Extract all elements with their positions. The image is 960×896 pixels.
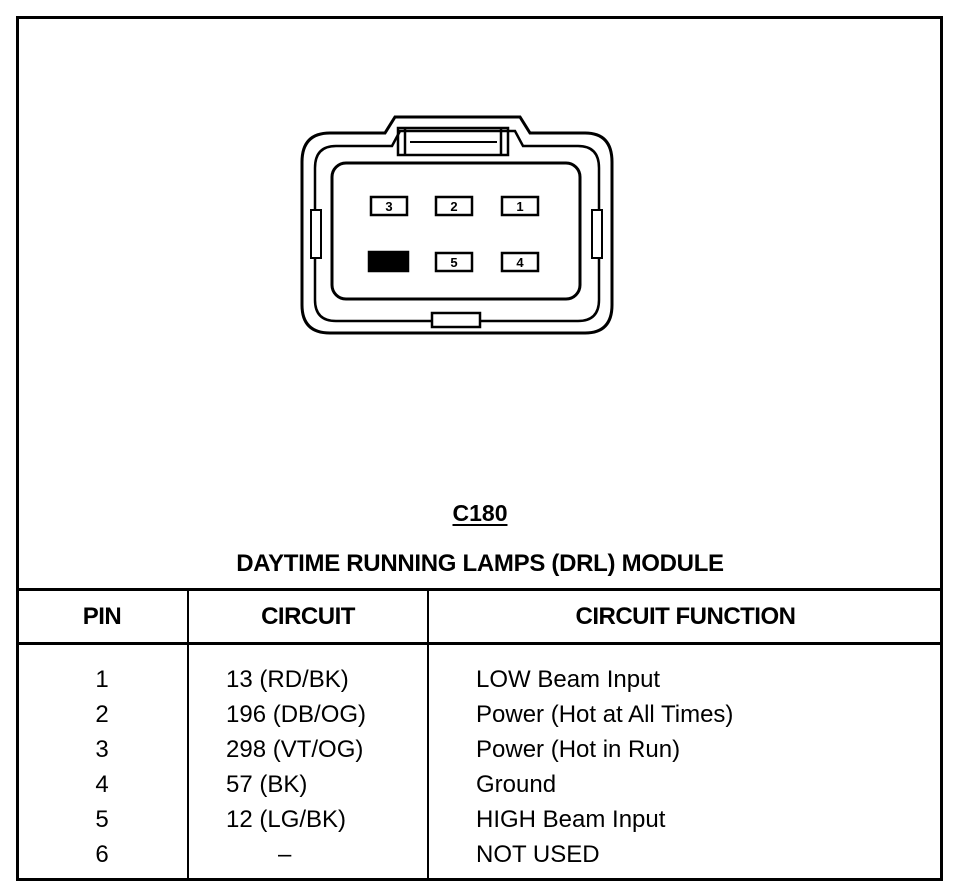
module-title: DAYTIME RUNNING LAMPS (DRL) MODULE — [236, 550, 724, 577]
header-circuit: CIRCUIT — [261, 603, 355, 630]
pin-label-3: 3 — [385, 199, 392, 214]
pin-cell-6 — [367, 250, 410, 273]
pin-label-5: 5 — [450, 255, 457, 270]
circuit-cell: 13 (RD/BK) — [226, 666, 349, 693]
function-column: LOW Beam Input Power (Hot at All Times) … — [476, 662, 936, 872]
circuit-column: 13 (RD/BK) 196 (DB/OG) 298 (VT/OG) 57 (B… — [226, 662, 426, 872]
table-header-rule — [16, 642, 943, 645]
pin-cell: 2 — [95, 701, 109, 728]
table-divider-1 — [187, 590, 189, 881]
connector-id: C180 — [452, 500, 508, 526]
pin-cell: 4 — [95, 771, 109, 798]
header-pin: PIN — [82, 603, 122, 630]
pin-cell-4: 4 — [500, 251, 540, 273]
function-cell: Power (Hot at All Times) — [476, 701, 734, 728]
connector-outer-shell — [300, 115, 614, 335]
pin-cell-5: 5 — [434, 251, 474, 273]
function-cell: Ground — [476, 771, 557, 798]
function-cell: NOT USED — [476, 841, 600, 868]
connector-cavity — [330, 161, 582, 301]
connector-right-rib — [591, 209, 603, 259]
connector-c180-drawing: 3 2 1 5 4 — [300, 115, 614, 335]
table-divider-2 — [427, 590, 429, 881]
pin-cell: 5 — [95, 806, 109, 833]
circuit-cell: 12 (LG/BK) — [226, 806, 347, 833]
pin-cell-3: 3 — [369, 195, 409, 217]
pin-cell: 3 — [95, 736, 109, 763]
connector-inner-shell — [313, 129, 601, 323]
function-cell: LOW Beam Input — [476, 666, 661, 693]
pin-cell-1: 1 — [500, 195, 540, 217]
pin-cell: 6 — [95, 841, 109, 868]
pin-label-4: 4 — [516, 255, 524, 270]
connector-latch — [396, 126, 510, 157]
pin-cell-2: 2 — [434, 195, 474, 217]
circuit-cell: – — [278, 841, 292, 868]
circuit-cell: 196 (DB/OG) — [226, 701, 367, 728]
connector-bottom-key — [430, 311, 482, 329]
function-cell: HIGH Beam Input — [476, 806, 666, 833]
diagram-frame — [16, 16, 943, 881]
circuit-cell: 57 (BK) — [226, 771, 308, 798]
function-cell: Power (Hot in Run) — [476, 736, 681, 763]
header-circuit-function: CIRCUIT FUNCTION — [575, 603, 796, 630]
table-top-rule — [16, 588, 943, 591]
connector-left-rib — [310, 209, 322, 259]
pin-cell: 1 — [95, 666, 109, 693]
circuit-cell: 298 (VT/OG) — [226, 736, 364, 763]
pin-column: 1 2 3 4 5 6 — [16, 662, 188, 872]
pin-label-1: 1 — [516, 199, 523, 214]
pin-label-2: 2 — [450, 199, 457, 214]
